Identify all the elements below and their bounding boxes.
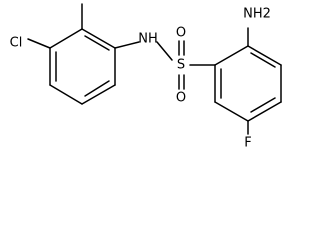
bond [214, 45, 249, 66]
structure-diagram: Cl NH S O O NH2 F [10, 3, 282, 151]
ring-to-n-bond [114, 41, 140, 49]
left-benzene-ring [49, 28, 116, 105]
double-bond [250, 52, 276, 68]
bond [81, 84, 116, 105]
fluorine-label: F [244, 136, 251, 151]
bond [247, 45, 282, 66]
molecule-drawing: Cl NH S O O NH2 F [10, 3, 282, 151]
chlorine-label: Cl [10, 36, 23, 51]
bond [49, 84, 83, 105]
n-to-s-bond [156, 41, 173, 61]
bond [214, 101, 249, 122]
double-bond [84, 35, 110, 51]
double-bond [84, 80, 110, 97]
bond [49, 28, 83, 49]
double-bond [250, 97, 276, 113]
sulfur-label: S [177, 58, 185, 73]
right-benzene-ring [214, 45, 282, 122]
sulfonamide-nh-label: NH [138, 32, 158, 47]
oxygen-top-label: O [176, 26, 186, 41]
chlorine-bond [27, 38, 51, 49]
bond [247, 101, 282, 122]
bond [81, 28, 116, 49]
amine-label: NH2 [243, 7, 271, 22]
oxygen-bottom-label: O [176, 91, 186, 106]
